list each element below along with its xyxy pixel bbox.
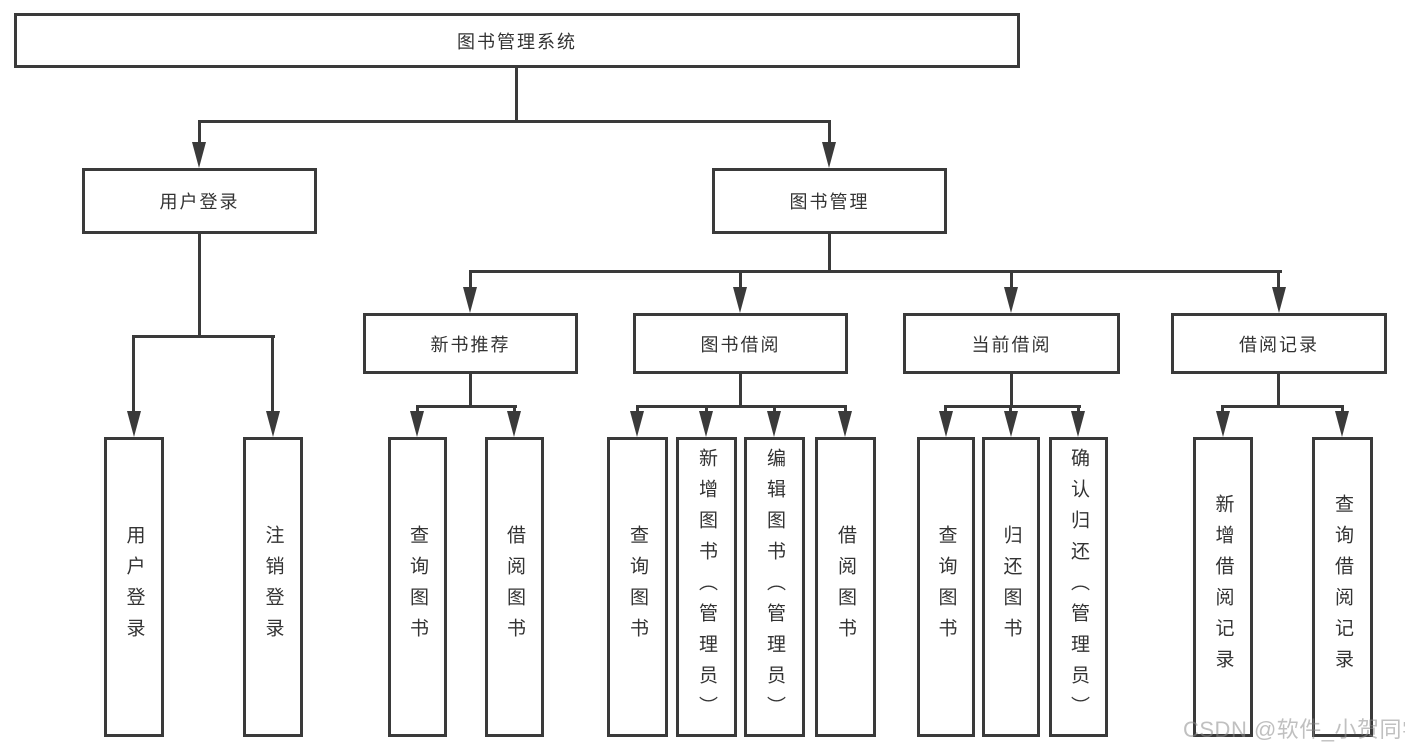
node-leaf-bb-borrow-book-label: 借阅图书 — [835, 525, 856, 649]
node-leaf-cb-confirm-return-label: 确认归还（管理员） — [1068, 447, 1089, 727]
arrow-down-icon — [1335, 411, 1349, 437]
connector — [1277, 270, 1280, 290]
node-leaf-br-add-record-label: 新增借阅记录 — [1212, 494, 1234, 680]
connector — [469, 374, 472, 408]
connector — [828, 120, 831, 148]
node-leaf-nb-borrow-book-label: 借阅图书 — [504, 525, 525, 649]
node-leaf-bb-borrow-book: 借阅图书 — [815, 437, 876, 737]
node-new-book-recommend: 新书推荐 — [363, 313, 578, 374]
connector — [198, 120, 831, 123]
connector — [198, 120, 201, 148]
connector — [515, 68, 518, 123]
node-leaf-bb-edit-book-label: 编辑图书（管理员） — [764, 447, 785, 727]
arrow-down-icon — [1004, 287, 1018, 313]
node-user-login: 用户登录 — [82, 168, 317, 234]
connector — [132, 335, 135, 415]
arrow-down-icon — [127, 411, 141, 437]
node-leaf-cb-return-book-label: 归还图书 — [1000, 525, 1022, 649]
node-leaf-logout: 注销登录 — [243, 437, 303, 737]
connector — [828, 234, 831, 273]
connector — [198, 234, 201, 338]
arrow-down-icon — [192, 142, 206, 168]
connector — [1277, 374, 1280, 408]
node-leaf-nb-query-book: 查询图书 — [388, 437, 447, 737]
arrow-down-icon — [266, 411, 280, 437]
connector — [132, 335, 275, 338]
arrow-down-icon — [463, 287, 477, 313]
connector — [739, 270, 742, 290]
connector — [739, 374, 742, 408]
arrow-down-icon — [822, 142, 836, 168]
arrow-down-icon — [767, 411, 781, 437]
connector — [469, 270, 1282, 273]
node-root-label: 图书管理系统 — [457, 31, 577, 52]
node-book-borrow: 图书借阅 — [633, 313, 848, 374]
node-leaf-nb-query-book-label: 查询图书 — [407, 525, 428, 649]
arrow-down-icon — [939, 411, 953, 437]
arrow-down-icon — [1004, 411, 1018, 437]
node-leaf-bb-query-book-label: 查询图书 — [627, 525, 648, 649]
node-leaf-bb-add-book: 新增图书（管理员） — [676, 437, 737, 737]
arrow-down-icon — [1216, 411, 1230, 437]
node-leaf-nb-borrow-book: 借阅图书 — [485, 437, 544, 737]
arrow-down-icon — [1071, 411, 1085, 437]
node-new-book-recommend-label: 新书推荐 — [430, 334, 511, 355]
node-leaf-user-login: 用户登录 — [104, 437, 164, 737]
arrow-down-icon — [507, 411, 521, 437]
arrow-down-icon — [1272, 287, 1286, 313]
arrow-down-icon — [838, 411, 852, 437]
connector — [1010, 270, 1013, 290]
node-current-borrow-label: 当前借阅 — [971, 334, 1052, 355]
arrow-down-icon — [630, 411, 644, 437]
node-borrow-records: 借阅记录 — [1171, 313, 1387, 374]
node-borrow-records-label: 借阅记录 — [1239, 334, 1319, 355]
node-leaf-cb-query-book: 查询图书 — [917, 437, 975, 737]
node-leaf-user-login-label: 用户登录 — [123, 525, 145, 649]
node-current-borrow: 当前借阅 — [903, 313, 1120, 374]
connector — [1010, 374, 1013, 408]
node-leaf-cb-confirm-return: 确认归还（管理员） — [1049, 437, 1108, 737]
node-book-management-label: 图书管理 — [789, 192, 870, 212]
connector — [636, 405, 847, 408]
node-leaf-bb-add-book-label: 新增图书（管理员） — [696, 447, 717, 727]
arrow-down-icon — [699, 411, 713, 437]
node-root: 图书管理系统 — [14, 13, 1020, 68]
node-leaf-cb-return-book: 归还图书 — [982, 437, 1040, 737]
connector — [271, 335, 274, 415]
node-leaf-br-add-record: 新增借阅记录 — [1193, 437, 1253, 737]
node-leaf-br-query-record: 查询借阅记录 — [1312, 437, 1373, 737]
node-leaf-logout-label: 注销登录 — [262, 525, 284, 649]
node-leaf-cb-query-book-label: 查询图书 — [935, 525, 957, 649]
arrow-down-icon — [410, 411, 424, 437]
connector — [416, 405, 517, 408]
watermark: CSDN @软件_小贺同学 — [1183, 717, 1405, 742]
connector — [469, 270, 472, 290]
connector — [1221, 405, 1344, 408]
node-leaf-br-query-record-label: 查询借阅记录 — [1332, 494, 1353, 680]
connector — [944, 405, 1081, 408]
node-book-borrow-label: 图书借阅 — [700, 334, 781, 355]
node-leaf-bb-query-book: 查询图书 — [607, 437, 668, 737]
node-leaf-bb-edit-book: 编辑图书（管理员） — [744, 437, 805, 737]
node-user-login-label: 用户登录 — [159, 192, 240, 212]
arrow-down-icon — [733, 287, 747, 313]
node-book-management: 图书管理 — [712, 168, 947, 234]
